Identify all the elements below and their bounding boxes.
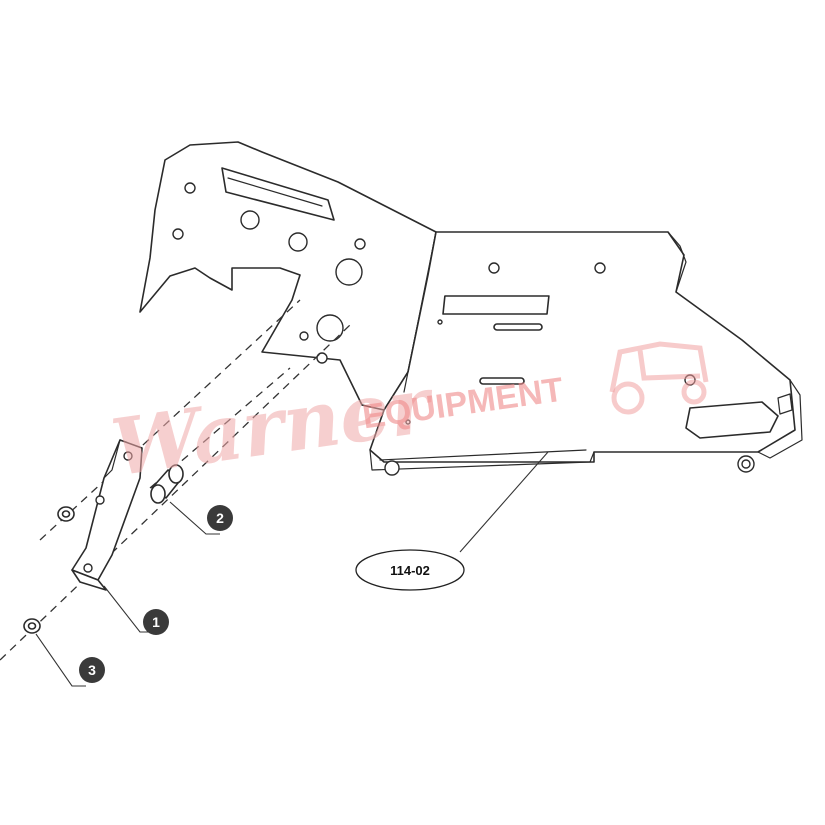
callout-3: 3 bbox=[79, 657, 105, 683]
main-bracket-plate bbox=[139, 141, 803, 476]
assembly-callout: 114-02 bbox=[355, 549, 465, 591]
tractor-icon bbox=[609, 341, 709, 393]
part-2-spacer bbox=[150, 464, 184, 504]
part-3-nuts bbox=[23, 506, 75, 634]
assembly-number: 114-02 bbox=[390, 563, 430, 578]
callout-number: 3 bbox=[88, 662, 96, 678]
callout-2: 2 bbox=[207, 505, 233, 531]
callout-1: 1 bbox=[143, 609, 169, 635]
callout-number: 2 bbox=[216, 510, 224, 526]
callout-number: 1 bbox=[152, 614, 160, 630]
part-1-angle-bracket bbox=[71, 439, 143, 591]
